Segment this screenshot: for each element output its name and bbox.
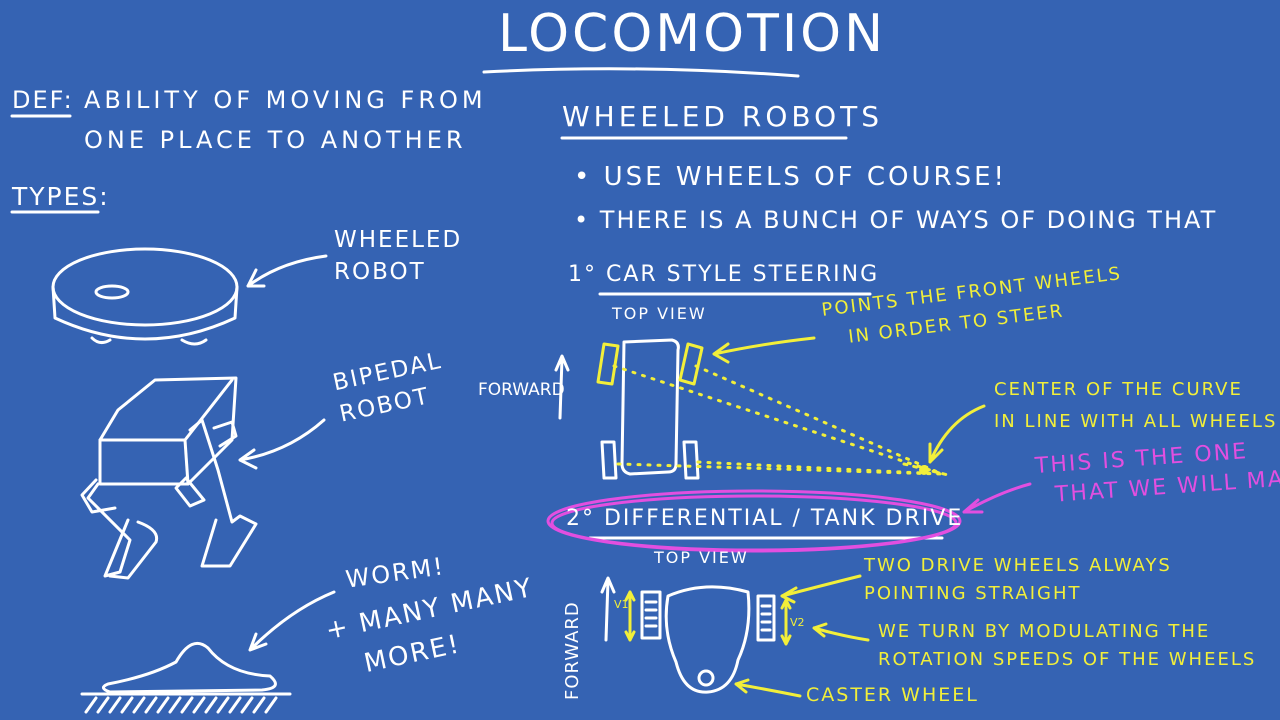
diff-drive-top-view-drawing	[600, 576, 776, 694]
curve-center-note: CENTER OF THE CURVE IN LINE WITH ALL WHE…	[994, 379, 1278, 432]
bipedal-robot-drawing	[80, 376, 258, 580]
front-wheel-right	[678, 342, 704, 386]
v2-arrow	[780, 598, 792, 646]
types-heading: TYPES:	[12, 182, 110, 211]
arrow-to-diff-speed	[812, 622, 870, 642]
center-line	[902, 462, 954, 478]
turning-note: WE TURN BY MODULATING THE ROTATION SPEED…	[878, 621, 1257, 670]
car-top-view-drawing	[554, 338, 700, 480]
definition-label: DEF:	[12, 86, 74, 114]
car-forward-label: FORWARD	[478, 380, 565, 400]
arrow-to-diff-wheel	[780, 574, 862, 604]
arrow-to-wheeled-robot	[246, 254, 328, 288]
worm-drawing	[80, 641, 292, 714]
arrow-to-bipedal-robot	[238, 418, 326, 470]
car-top-view-label: TOP VIEW	[612, 304, 707, 323]
bullet-2: • THERE IS A BUNCH OF WAYS OF DOING THAT	[574, 206, 1218, 234]
arrow-to-caster	[734, 678, 802, 698]
page-title: LOCOMOTION	[498, 4, 887, 64]
drive-wheels-note: TWO DRIVE WHEELS ALWAYS POINTING STRAIGH…	[864, 555, 1172, 604]
definition-line-1: ABILITY OF MOVING FROM	[84, 86, 487, 114]
car-style-heading: 1° CAR STYLE STEERING	[568, 262, 880, 287]
arrow-to-differential	[962, 482, 1032, 514]
wheeled-robot-label: WHEELED ROBOT	[334, 227, 463, 285]
wheeled-robot-drawing	[51, 247, 239, 346]
front-wheel-left	[596, 342, 620, 386]
v1-label: V1	[614, 598, 629, 611]
curve-center-point	[919, 465, 929, 475]
v1-arrow	[624, 590, 636, 642]
arrow-to-worm	[248, 590, 336, 652]
steering-lines	[612, 364, 944, 476]
bullet-1: • USE WHEELS OF COURSE!	[574, 162, 1007, 192]
definition-line-2: ONE PLACE TO ANOTHER	[84, 126, 467, 154]
v2-label: V2	[790, 616, 805, 629]
title-underline	[482, 67, 800, 78]
diff-top-view-label: TOP VIEW	[654, 548, 749, 567]
arrow-to-front-wheels	[712, 336, 816, 364]
wheeled-robots-heading: WHEELED ROBOTS	[562, 100, 884, 133]
differential-heading: 2° DIFFERENTIAL / TANK DRIVE	[566, 506, 964, 531]
caster-wheel-note: CASTER WHEEL	[806, 684, 979, 706]
diff-forward-label: FORWARD	[562, 601, 583, 700]
arrow-to-curve-center	[928, 404, 986, 464]
